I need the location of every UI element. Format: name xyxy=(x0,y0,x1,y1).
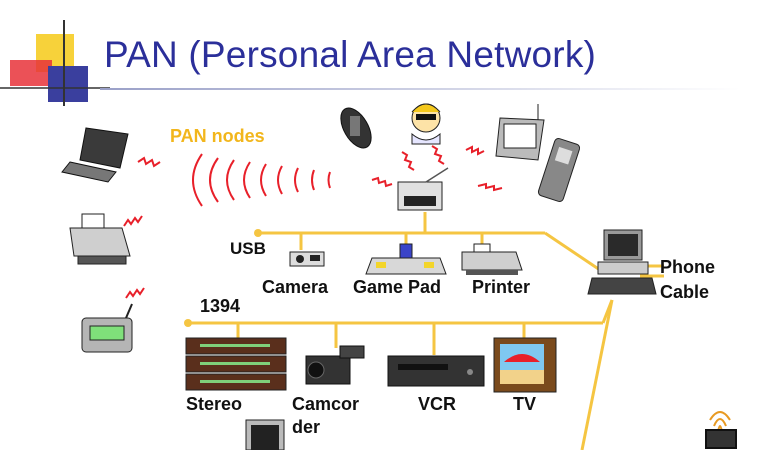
page-title: PAN (Personal Area Network) xyxy=(104,34,597,75)
phone-label: Phone xyxy=(660,257,716,277)
laptop-icon xyxy=(61,127,129,183)
vcr-label: VCR xyxy=(418,394,457,414)
camera-icon xyxy=(289,251,325,267)
slide-logo xyxy=(0,0,110,110)
cellphone-icon xyxy=(537,137,581,203)
stereo-label: Stereo xyxy=(186,394,243,414)
hub-device-icon xyxy=(397,167,449,211)
pager-icon xyxy=(81,303,133,353)
phone-handset-icon xyxy=(340,107,372,149)
tv-icon xyxy=(493,337,557,393)
title-underline xyxy=(100,88,740,90)
vcr-icon xyxy=(387,355,485,387)
logo-blue-square xyxy=(48,66,88,102)
cable-label: Cable xyxy=(660,282,710,302)
game-pad-icon xyxy=(365,243,447,275)
fingerprint-icon xyxy=(705,411,737,449)
camera-label: Camera xyxy=(262,277,329,297)
stereo-icon xyxy=(185,337,287,391)
printer-label: Printer xyxy=(472,277,531,297)
person-headset-icon xyxy=(411,103,441,145)
ieee1394-label: 1394 xyxy=(200,296,241,316)
pan-waves xyxy=(192,153,331,207)
bus-lines xyxy=(188,212,664,450)
tv-label: TV xyxy=(513,394,537,414)
camcorder-label-line2: der xyxy=(292,417,321,437)
camcorder-label-line1: Camcor xyxy=(292,394,360,414)
pan-nodes-label: PAN nodes xyxy=(170,126,265,146)
usb-label: USB xyxy=(230,239,266,258)
wireless-links xyxy=(123,145,503,299)
ieee1394-bus-dot xyxy=(184,319,192,327)
printer-icon xyxy=(69,213,131,265)
usb-bus-dot xyxy=(254,229,262,237)
monitor-icon xyxy=(245,419,285,450)
camcorder-icon xyxy=(305,345,365,385)
logo-red-square xyxy=(10,60,52,86)
desktop-computer-icon xyxy=(587,229,657,295)
usb-printer-icon xyxy=(461,243,523,275)
pda-icon xyxy=(495,104,545,161)
game-pad-label: Game Pad xyxy=(353,277,442,297)
